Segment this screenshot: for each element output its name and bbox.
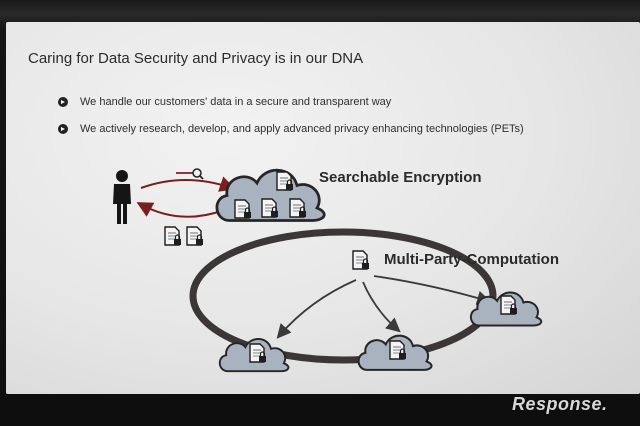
document-lock-icon (276, 171, 294, 191)
presentation-slide: Caring for Data Security and Privacy is … (6, 22, 640, 394)
bullet-text: We handle our customers' data in a secur… (80, 96, 392, 108)
mpc-arrow-left (276, 279, 357, 339)
bullet-text: We actively research, develop, and apply… (80, 123, 524, 135)
document-lock-icon (164, 226, 182, 246)
document-lock-icon (249, 343, 267, 363)
document-lock-icon (186, 226, 204, 246)
searchable-encryption-label: Searchable Encryption (319, 169, 482, 186)
request-arrow (140, 176, 236, 192)
document-lock-icon (261, 198, 279, 218)
mpc-label: Multi-Party-Computation (384, 251, 559, 268)
mpc-arrow-middle (362, 281, 401, 333)
magnifier-icon (192, 168, 204, 180)
document-lock-icon (500, 295, 518, 315)
document-lock-icon (289, 198, 307, 218)
mpc-ring (189, 228, 497, 364)
bullet-item: We handle our customers' data in a secur… (58, 96, 391, 108)
response-arrow (136, 202, 225, 218)
bullet-arrow-icon (58, 97, 68, 107)
watermark-logo: Response. (512, 394, 608, 414)
document-lock-icon (352, 250, 370, 270)
mpc-arrow-right (373, 275, 492, 305)
bullet-item: We actively research, develop, and apply… (58, 123, 524, 135)
document-lock-icon (234, 199, 252, 219)
person-icon (113, 170, 131, 224)
bullet-arrow-icon (58, 124, 68, 134)
slide-title: Caring for Data Security and Privacy is … (28, 50, 364, 67)
document-lock-icon (389, 340, 407, 360)
